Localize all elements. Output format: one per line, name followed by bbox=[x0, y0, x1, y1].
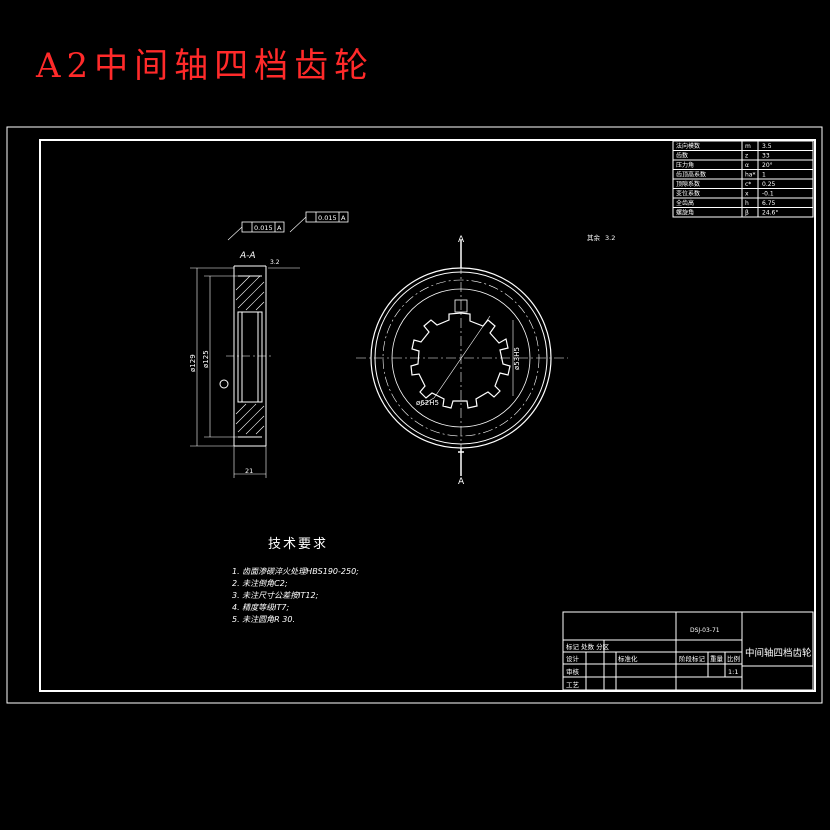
outer-frame bbox=[6, 126, 823, 704]
section-view bbox=[190, 211, 349, 478]
note-item: 2. 未注倒角C2; bbox=[232, 579, 288, 588]
param-cell: 全齿高 bbox=[676, 199, 694, 207]
param-table bbox=[672, 140, 814, 218]
inner-frame bbox=[39, 139, 816, 692]
spline-bore bbox=[410, 312, 511, 409]
param-cell: 顶隙系数 bbox=[676, 180, 700, 188]
tb-std: 标准化 bbox=[618, 654, 638, 663]
param-cell: 1 bbox=[762, 172, 766, 179]
roughness-other-value: 3.2 bbox=[605, 234, 615, 242]
part-name: 中间轴四档齿轮 bbox=[745, 647, 812, 659]
dim-spline-small: ø53H5 bbox=[513, 347, 521, 370]
param-cell: 3.5 bbox=[762, 143, 772, 150]
section-mark-top: A bbox=[458, 235, 465, 245]
param-cell: ha* bbox=[745, 172, 755, 179]
hatch-top bbox=[235, 275, 265, 311]
param-cell: 20° bbox=[762, 162, 773, 169]
note-item: 3. 未注尺寸公差按IT12; bbox=[232, 591, 319, 600]
param-cell: 33 bbox=[762, 153, 770, 160]
notes-list: 1. 齿面渗碳淬火处理HBS190-250; 2. 未注倒角C2; 3. 未注尺… bbox=[232, 566, 359, 626]
param-cell: 6.75 bbox=[762, 200, 776, 207]
param-cell: 24.6° bbox=[762, 210, 778, 217]
note-item: 1. 齿面渗碳淬火处理HBS190-250; bbox=[232, 567, 359, 576]
note-item: 4. 精度等级IT7; bbox=[232, 603, 290, 612]
param-cell: 齿顶高系数 bbox=[676, 171, 706, 179]
param-cell: -0.1 bbox=[762, 191, 774, 198]
title-block bbox=[562, 611, 814, 691]
param-cell: 法向模数 bbox=[676, 142, 700, 150]
tb-scale-value: 1:1 bbox=[728, 668, 738, 676]
param-cell: m bbox=[745, 143, 751, 150]
param-cell: z bbox=[745, 153, 748, 160]
notes-heading: 技术要求 bbox=[268, 537, 329, 552]
dim-width: 21 bbox=[245, 467, 253, 475]
drawing-code: DSJ-03-71 bbox=[690, 627, 720, 634]
datum-2: A bbox=[341, 214, 346, 222]
section-label: A-A bbox=[239, 251, 256, 261]
datum-1: A bbox=[277, 224, 282, 232]
param-cell: α bbox=[745, 162, 749, 169]
dim-inner-dia: ø125 bbox=[202, 350, 210, 368]
roughness-mark: 3.2 bbox=[270, 259, 280, 266]
tb-scale: 比例 bbox=[727, 654, 740, 663]
tolerance-1: 0.015 bbox=[254, 224, 273, 232]
tb-row-design: 设计 bbox=[566, 654, 580, 663]
drawing-title: A2中间轴四档齿轮 bbox=[36, 46, 375, 86]
tb-row-review: 审核 bbox=[566, 667, 580, 676]
param-cell: c* bbox=[745, 181, 751, 188]
dim-spline: ø62H5 bbox=[416, 399, 439, 407]
param-cell: h bbox=[745, 200, 749, 207]
param-cell: 变位系数 bbox=[676, 190, 700, 198]
front-view bbox=[356, 240, 568, 476]
param-cell: β bbox=[745, 210, 749, 217]
param-cell: 螺旋角 bbox=[676, 209, 694, 217]
roughness-other-label: 其余 bbox=[587, 233, 601, 242]
tb-weight: 重量 bbox=[710, 655, 724, 663]
param-cell: x bbox=[745, 191, 749, 198]
tb-row-mark: 标记 处数 分区 bbox=[566, 642, 610, 651]
note-item: 5. 未注圆角R 30. bbox=[232, 615, 295, 624]
hatch-bottom bbox=[235, 403, 265, 435]
dim-outer-dia: ø129 bbox=[189, 354, 197, 372]
tb-stage: 阶段标记 bbox=[679, 654, 706, 663]
param-cell: 0.25 bbox=[762, 181, 776, 188]
param-cell: 压力角 bbox=[676, 161, 694, 169]
section-mark-bottom: A bbox=[458, 477, 465, 487]
param-cell: 齿数 bbox=[676, 152, 688, 160]
param-table-texts: 法向模数 m 3.5 齿数 z 33 压力角 α 20° 齿顶高系数 ha* 1 顶隙系数 c* 0.25 变… bbox=[676, 142, 778, 217]
tolerance-2: 0.015 bbox=[318, 214, 337, 222]
tb-row-process: 工艺 bbox=[566, 681, 580, 689]
